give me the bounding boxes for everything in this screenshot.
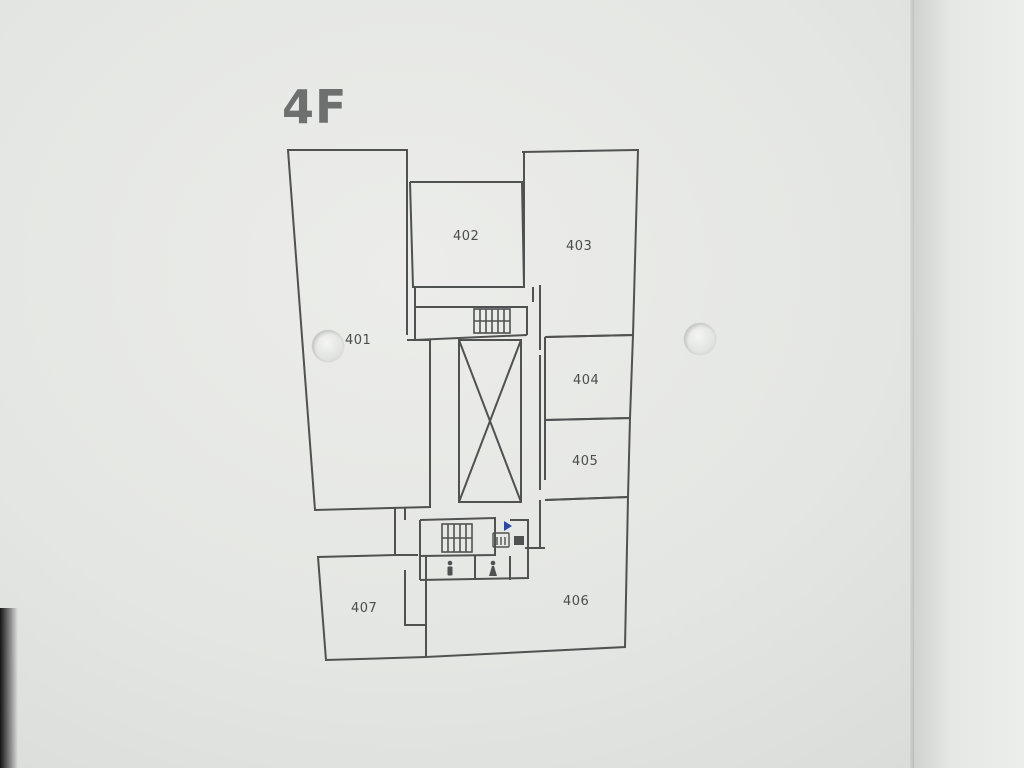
stairs-icon [441,523,473,553]
room-label-407: 407 [351,601,377,616]
lower-core-outline [419,516,496,558]
room-label-404: 404 [573,373,599,388]
room-label-402: 402 [453,229,479,244]
wall-pillar [914,0,1024,768]
room-label-406: 406 [563,594,589,609]
room-401-outline [286,149,431,512]
room-label-405: 405 [572,454,598,469]
room-label-401: 401 [345,333,371,348]
room-407-outline [316,554,427,662]
fire-extinguisher-icon [492,532,510,548]
elevator-icon [514,536,524,545]
wall-anchor-hole-right [684,323,716,355]
elevator-shaft [458,339,522,503]
male-restroom-icon [447,560,453,576]
upper-stairs-outline [414,307,528,342]
corner-shadow [0,608,18,768]
wall-anchor-hole-left [312,330,344,362]
room-label-403: 403 [566,239,592,254]
blue-arrow-icon [504,521,512,531]
stairs-icon [473,308,511,334]
pillar-edge [910,0,914,768]
floor-label: 4F [282,80,348,134]
room-406-outline [425,495,630,659]
female-restroom-icon [489,560,497,576]
